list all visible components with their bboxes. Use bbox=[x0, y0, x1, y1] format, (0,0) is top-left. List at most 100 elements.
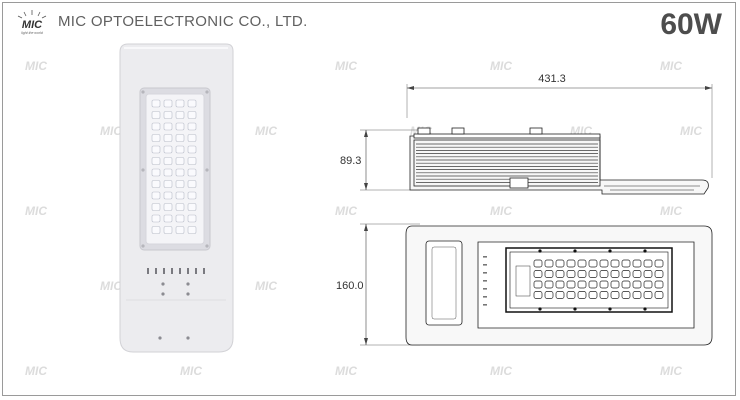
led-chip bbox=[621, 259, 631, 268]
led-chip bbox=[187, 226, 197, 234]
led-chip bbox=[643, 291, 653, 299]
company-name: MIC OPTOELECTRONIC CO., LTD. bbox=[58, 13, 308, 30]
watermark-text: MIC bbox=[255, 124, 277, 138]
led-chip bbox=[187, 122, 197, 131]
led-chip bbox=[187, 99, 197, 108]
logo-text: MIC bbox=[22, 19, 43, 31]
page-border bbox=[2, 2, 736, 396]
watermark-text: MIC bbox=[660, 364, 682, 378]
led-chip bbox=[577, 259, 587, 268]
width-dimension-label: 160.0 bbox=[336, 280, 364, 292]
led-chip bbox=[588, 291, 598, 299]
led-chip bbox=[175, 111, 185, 119]
led-chip bbox=[632, 259, 642, 268]
led-chip bbox=[577, 280, 587, 289]
led-chip bbox=[621, 270, 631, 278]
led-chip bbox=[163, 180, 173, 188]
led-chip bbox=[566, 280, 576, 289]
led-chip bbox=[187, 157, 197, 165]
front-led-array bbox=[151, 99, 197, 234]
led-chip bbox=[163, 111, 173, 119]
led-chip bbox=[643, 270, 653, 278]
led-chip bbox=[555, 280, 565, 289]
led-chip bbox=[654, 259, 664, 268]
led-chip bbox=[163, 226, 173, 234]
led-chip bbox=[151, 226, 161, 234]
led-chip bbox=[643, 280, 653, 289]
led-chip bbox=[533, 270, 543, 278]
led-chip bbox=[187, 111, 197, 119]
led-chip bbox=[533, 259, 543, 268]
led-chip bbox=[163, 134, 173, 142]
watermark-text: MIC bbox=[335, 364, 357, 378]
led-chip bbox=[544, 280, 554, 289]
led-chip bbox=[151, 203, 161, 211]
led-chip bbox=[175, 157, 185, 165]
led-chip bbox=[163, 157, 173, 165]
led-chip bbox=[544, 270, 554, 278]
watermark-text: MIC bbox=[660, 204, 682, 218]
watermark-text: MIC bbox=[25, 364, 47, 378]
led-chip bbox=[555, 270, 565, 278]
led-chip bbox=[175, 226, 185, 234]
watermark-text: MIC bbox=[25, 59, 47, 73]
watermark-text: MIC bbox=[660, 59, 682, 73]
led-chip bbox=[610, 270, 620, 278]
led-chip bbox=[654, 280, 664, 289]
side-view bbox=[360, 84, 713, 195]
led-chip bbox=[555, 259, 565, 268]
watermark-text: MIC bbox=[255, 279, 277, 293]
vent-slots bbox=[147, 268, 205, 274]
led-chip bbox=[566, 291, 576, 299]
length-dimension-label: 431.3 bbox=[538, 73, 566, 85]
led-chip bbox=[163, 203, 173, 211]
watermark-text: MIC bbox=[490, 59, 512, 73]
led-chip bbox=[654, 291, 664, 299]
led-chip bbox=[187, 134, 197, 142]
led-chip bbox=[151, 180, 161, 188]
led-chip bbox=[163, 99, 173, 108]
top-view-screws bbox=[538, 249, 647, 311]
led-chip bbox=[175, 99, 185, 108]
led-chip bbox=[151, 122, 161, 131]
led-chip bbox=[151, 168, 161, 177]
led-chip bbox=[187, 168, 197, 177]
watermark-text: MIC bbox=[680, 124, 702, 138]
led-chip bbox=[175, 134, 185, 142]
height-dimension-label: 89.3 bbox=[340, 155, 361, 167]
led-chip bbox=[599, 270, 609, 278]
led-chip bbox=[632, 280, 642, 289]
led-chip bbox=[599, 259, 609, 268]
led-chip bbox=[151, 157, 161, 165]
led-chip bbox=[187, 180, 197, 188]
led-chip bbox=[151, 191, 161, 200]
top-led-array bbox=[533, 259, 664, 299]
watermark-text: MIC bbox=[25, 204, 47, 218]
led-chip bbox=[588, 259, 598, 268]
led-chip bbox=[533, 280, 543, 289]
module-screws bbox=[141, 90, 209, 248]
power-rating: 60W bbox=[660, 8, 722, 41]
led-chip bbox=[566, 259, 576, 268]
led-chip bbox=[163, 122, 173, 131]
led-chip bbox=[599, 280, 609, 289]
led-chip bbox=[151, 134, 161, 142]
mic-logo-icon: MIC light the world bbox=[17, 10, 47, 35]
led-chip bbox=[175, 214, 185, 223]
led-chip bbox=[163, 145, 173, 154]
watermark-text: MIC bbox=[335, 59, 357, 73]
led-chip bbox=[175, 191, 185, 200]
led-chip bbox=[163, 214, 173, 223]
front-view bbox=[119, 43, 234, 353]
led-chip bbox=[577, 291, 587, 299]
led-chip bbox=[187, 145, 197, 154]
led-chip bbox=[163, 191, 173, 200]
watermark-text: MIC bbox=[490, 364, 512, 378]
led-chip bbox=[632, 291, 642, 299]
led-chip bbox=[187, 191, 197, 200]
header: MIC light the world MIC OPTOELECTRONIC C… bbox=[0, 0, 740, 44]
led-chip bbox=[187, 203, 197, 211]
watermark-text: MIC bbox=[100, 279, 122, 293]
